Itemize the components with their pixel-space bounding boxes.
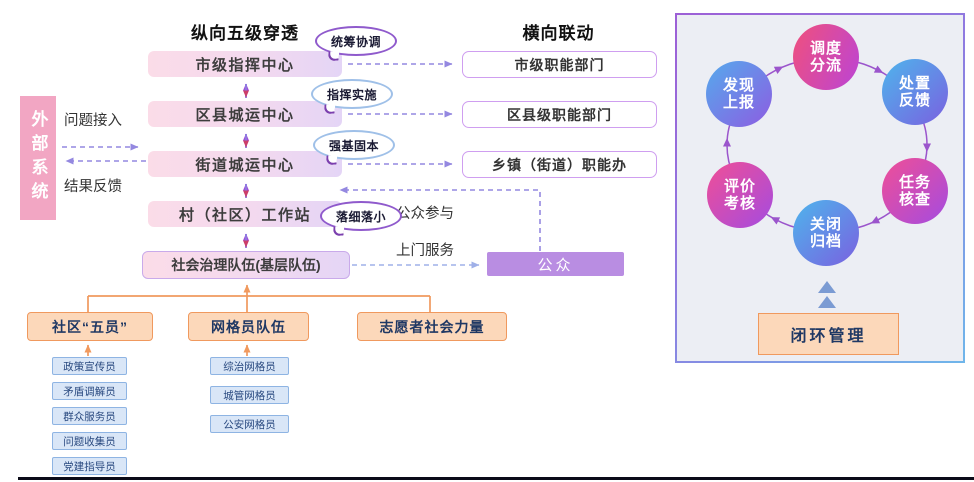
cycle-node-dispatch: 调度分流: [793, 24, 859, 90]
member-problem-collector: 问题收集员: [52, 432, 127, 450]
up-triangle-icon: [818, 296, 836, 308]
level-street-center: 街道城运中心: [148, 151, 342, 177]
cycle-node-close-archive: 关闭归档: [793, 200, 859, 266]
result-feedback-label: 结果反馈: [64, 179, 122, 195]
public-participation-label: 公众参与: [396, 206, 454, 222]
public-box: 公众: [487, 252, 624, 276]
member-mass-server: 群众服务员: [52, 407, 127, 425]
member-comprehensive-grid: 综治网格员: [210, 357, 289, 375]
dept-township-functional: 乡镇（街道）职能办: [462, 151, 657, 178]
team-tree-lines: [84, 284, 431, 356]
member-urban-grid: 城管网格员: [210, 386, 289, 404]
level-village-station: 村（社区）工作站: [148, 201, 342, 227]
level-district-center: 区县城运中心: [148, 101, 342, 127]
external-system-arrows: [62, 143, 146, 165]
closed-loop-label: 闭环管理: [758, 313, 899, 355]
problem-in-label: 问题接入: [64, 113, 122, 129]
dept-city-functional: 市级职能部门: [462, 51, 657, 78]
horizontal-title: 横向联动: [522, 24, 595, 43]
team-volunteers: 志愿者社会力量: [357, 312, 507, 341]
cycle-node-evaluate: 评价考核: [707, 162, 773, 228]
level-city-command-center: 市级指挥中心: [148, 51, 342, 77]
dept-district-functional: 区县级职能部门: [462, 101, 657, 128]
external-system-box: 外部系统: [20, 96, 56, 220]
vertical-title: 纵向五级穿透: [191, 24, 299, 43]
cycle-node-discover-report: 发现上报: [706, 61, 772, 127]
team-five-members: 社区“五员”: [27, 312, 153, 341]
member-party-guide: 党建指导员: [52, 457, 127, 475]
member-policy-promoter: 政策宣传员: [52, 357, 127, 375]
badge-coordinate: 统筹协调: [315, 26, 397, 56]
bottom-divider: [18, 477, 974, 480]
up-triangle-icon: [818, 281, 836, 293]
cycle-node-handle-feedback: 处置反馈: [882, 59, 948, 125]
closed-loop-panel: 调度分流 处置反馈 任务核查 关闭归档 评价考核 发现上报 闭环管理: [675, 13, 965, 363]
team-grid-workers: 网格员队伍: [188, 312, 309, 341]
cycle-node-task-verify: 任务核查: [882, 158, 948, 224]
badge-strengthen-base: 强基固本: [313, 130, 395, 160]
public-participation-arrow: [339, 186, 541, 251]
level-grassroots-team: 社会治理队伍(基层队伍): [142, 251, 350, 279]
door-service-label: 上门服务: [396, 243, 454, 259]
badge-fine-detail: 落细落小: [320, 201, 402, 231]
badge-command-implement: 指挥实施: [311, 79, 393, 109]
member-conflict-mediator: 矛盾调解员: [52, 382, 127, 400]
member-police-grid: 公安网格员: [210, 415, 289, 433]
